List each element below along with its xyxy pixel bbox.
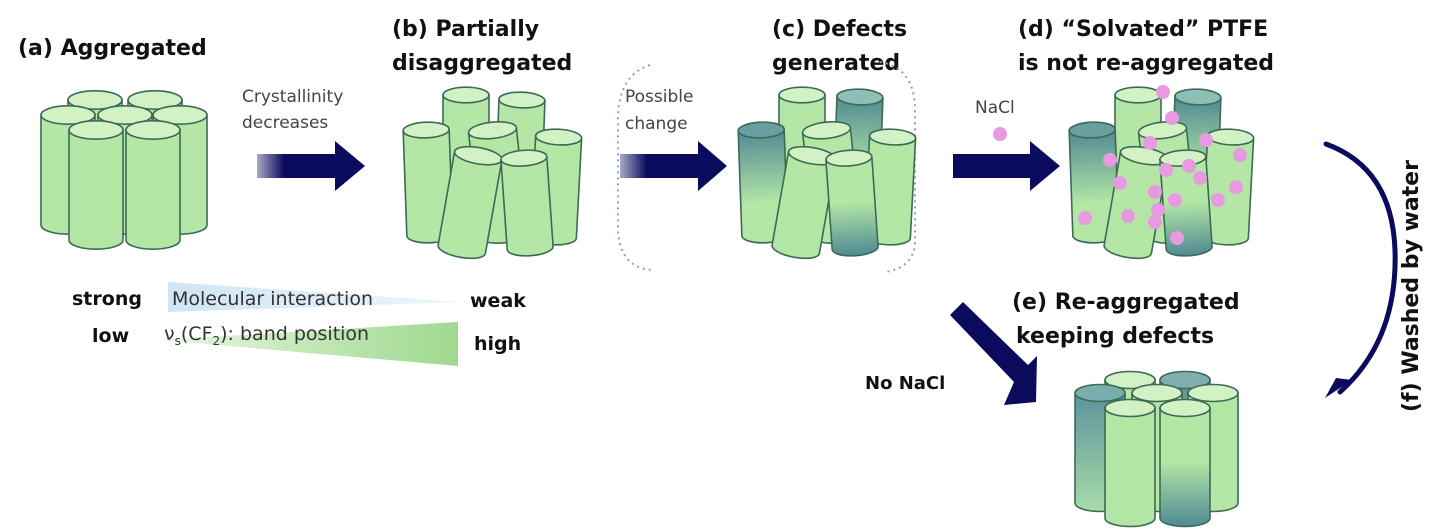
cylinder (1201, 128, 1255, 246)
nacl-particle-icon (1078, 211, 1092, 225)
scale-bar-green (160, 322, 458, 366)
cylinder (125, 120, 181, 250)
arrow-c-to-e: No NaCl (865, 302, 1037, 405)
panel-d-title-line-2: is not re-aggregated (1018, 51, 1274, 76)
arrow-b-to-c-label-2: change (625, 114, 688, 134)
nacl-particle-icon (1168, 193, 1182, 207)
nacl-particle-icon (1165, 111, 1179, 125)
scale-row1-left: strong (72, 288, 142, 310)
panel-d-title-line-1: (d) “Solvated” PTFE (1018, 17, 1268, 42)
arrow-a-to-b-label-1: Crystallinity (242, 87, 343, 107)
nacl-particle-icon (1182, 159, 1196, 173)
arrow-a-to-b-label-2: decreases (242, 113, 328, 133)
interaction-scale: strong Molecular interaction weak (72, 282, 526, 312)
right-arrow-icon (257, 141, 365, 191)
curved-arrow-head-icon (1325, 378, 1352, 398)
nacl-particle-icon (1148, 185, 1162, 199)
cylinder (437, 145, 503, 260)
panel-e-title-line-1: (e) Re-aggregated (1012, 290, 1240, 315)
cylinder (771, 145, 837, 260)
diagonal-arrow-icon (950, 302, 1037, 405)
nacl-particle-icon (1113, 176, 1127, 190)
panel-d-title: (d) “Solvated” PTFE is not re-aggregated (1018, 17, 1274, 76)
arrow-c-to-d: NaCl (953, 98, 1060, 191)
nacl-particle-icon (1151, 203, 1165, 217)
nacl-particle-icon (1143, 136, 1157, 150)
dashed-box (617, 61, 916, 273)
nacl-particle-icon (1211, 193, 1225, 207)
panel-a-title-line: (a) Aggregated (18, 36, 207, 61)
cylinder-bundle-defects-generated (737, 86, 917, 260)
nacl-particle-icon (1156, 85, 1170, 99)
right-arrow-icon (620, 141, 727, 191)
nacl-particle-icon (1121, 209, 1135, 223)
curved-arrow-icon (1323, 141, 1398, 395)
scale-row1-right: weak (470, 290, 526, 312)
cylinder (737, 121, 789, 244)
arrow-c-to-d-label: NaCl (975, 98, 1015, 118)
scale-row2-left: low (92, 325, 129, 347)
panel-e-title: (e) Re-aggregated keeping defects (1012, 290, 1240, 349)
scale-row2-label: νs(CF2): band position (164, 323, 369, 348)
panel-f-title: (f) Washed by water (1399, 160, 1424, 412)
nacl-particle-icon (1103, 153, 1117, 167)
right-arrow-icon (953, 141, 1060, 191)
nacl-particle-icon (993, 127, 1007, 141)
arrow-b-to-c: Possible change (620, 87, 727, 191)
cylinder-bundle-aggregated (40, 90, 208, 250)
panel-b-title-line-2: disaggregated (392, 51, 572, 76)
panel-c-title-line-1: (c) Defects (772, 17, 907, 42)
panel-b-title: (b) Partially disaggregated (392, 17, 572, 76)
panel-a-title: (a) Aggregated (18, 36, 207, 61)
arrow-a-to-b: Crystallinity decreases (242, 87, 365, 191)
scale-bar-blue (168, 282, 462, 312)
band-position-scale: low νs(CF2): band position high (92, 322, 521, 366)
cylinder (68, 120, 124, 250)
arrow-b-to-c-label-1: Possible (625, 87, 693, 107)
cylinder-bundle-partially-disaggregated (402, 86, 583, 260)
nacl-particle-icon (1159, 163, 1173, 177)
cylinder (825, 149, 879, 257)
nacl-particle-icon (1199, 133, 1213, 147)
cylinder-bundle-reaggregated (1074, 370, 1239, 528)
cylinder (402, 121, 454, 244)
nacl-particle-icon (1233, 148, 1247, 162)
nacl-particle-icon (1193, 171, 1207, 185)
nacl-particles (1078, 85, 1247, 245)
cylinder (1159, 398, 1211, 528)
panel-c-title: (c) Defects generated (772, 17, 907, 76)
arrow-c-to-e-label: No NaCl (865, 373, 945, 394)
panel-c-title-line-2: generated (772, 51, 900, 76)
arrow-d-to-e-curved (1323, 141, 1398, 398)
cylinder (1104, 398, 1156, 528)
panel-e-title-line-2: keeping defects (1016, 324, 1214, 349)
scale-row2-right: high (474, 333, 521, 355)
nacl-particle-icon (1229, 180, 1243, 194)
scale-row1-label: Molecular interaction (172, 288, 373, 310)
nacl-particle-icon (1170, 231, 1184, 245)
nacl-particle-icon (1148, 215, 1162, 229)
cylinder (500, 149, 554, 257)
panel-b-title-line-1: (b) Partially (392, 17, 539, 42)
